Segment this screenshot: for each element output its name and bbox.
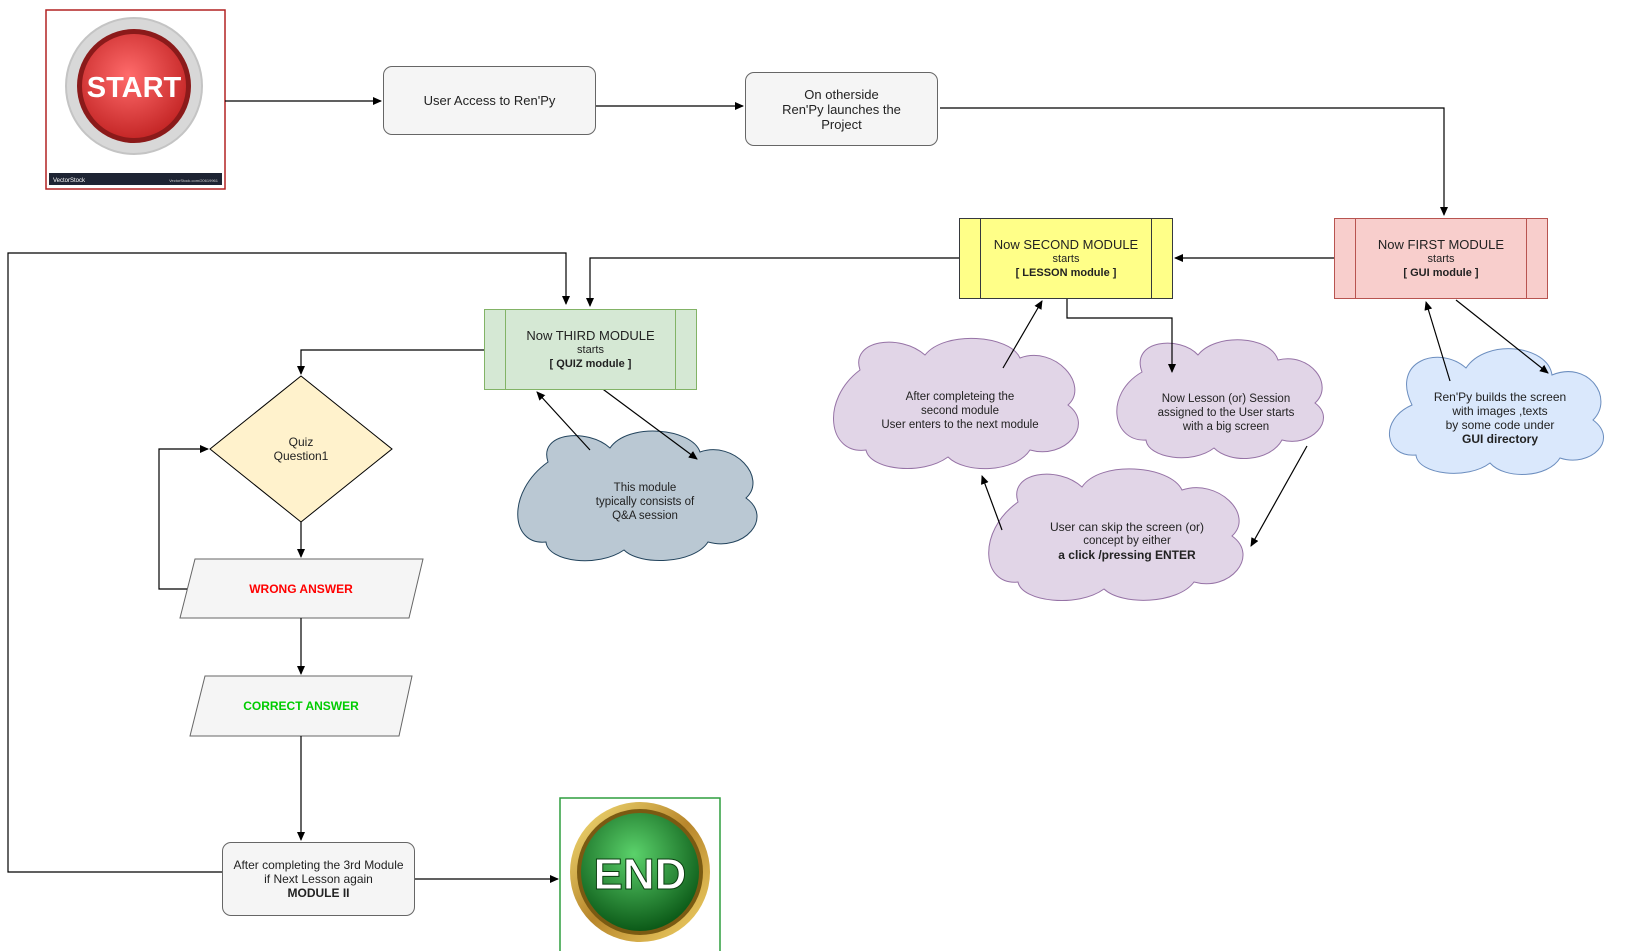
otherside-node: On otherside Ren'Py launches the Project — [745, 72, 938, 146]
second-module-line3: [ LESSON module ] — [1015, 266, 1117, 279]
end-node: END — [559, 797, 721, 951]
gui-cloud-text: Ren'Py builds the screen with images ,te… — [1410, 387, 1590, 449]
wrong-answer-label: WRONG ANSWER — [249, 582, 353, 596]
after-second-line1: After completeing the — [905, 391, 1015, 403]
correct-answer-label: CORRECT ANSWER — [243, 699, 359, 713]
quiz-cloud — [517, 430, 758, 562]
after-second-cloud-text: After completeing the second module User… — [860, 387, 1060, 435]
skip-cloud — [988, 468, 1244, 601]
edge-loop-to-third — [7, 252, 570, 873]
first-module-line3: [ GUI module ] — [1403, 266, 1479, 279]
after-third-line1: After completing the 3rd Module — [233, 858, 404, 872]
after-second-cloud — [833, 338, 1079, 470]
edge-after-cloud-to-second — [1002, 300, 1043, 369]
second-module-node: Now SECOND MODULE starts [ LESSON module… — [959, 218, 1173, 299]
edge-second-to-lesson-cloud — [1066, 299, 1176, 373]
skip-cloud-line1: User can skip the screen (or) — [1049, 520, 1205, 534]
edge-wrong-loop-to-quiz — [158, 445, 209, 590]
edge-third-to-quiz-cloud — [599, 386, 698, 460]
otherside-line3: Project — [821, 116, 862, 132]
after-third-line2: if Next Lesson again — [264, 872, 373, 886]
wrong-answer-text: WRONG ANSWER — [190, 580, 412, 598]
edge-otherside-to-first — [940, 107, 1448, 216]
vectorstock-url: VectorStock.com/20619961 — [169, 178, 219, 183]
skip-cloud-line3: a click /pressing ENTER — [1058, 548, 1196, 562]
quiz-text: Quiz Question1 — [241, 430, 361, 468]
quiz-cloud-line1: This module — [613, 482, 677, 494]
quiz-line2: Question1 — [273, 449, 329, 463]
third-module-line2: starts — [577, 343, 604, 356]
otherside-line2: Ren'Py launches the — [782, 101, 901, 117]
gui-cloud-line3: by some code under — [1445, 418, 1555, 432]
quiz-cloud-text: This module typically consists of Q&A se… — [555, 478, 735, 526]
gui-cloud-line2: with images ,texts — [1452, 404, 1548, 418]
lesson-cloud-text: Now Lesson (or) Session assigned to the … — [1140, 389, 1312, 437]
correct-answer-text: CORRECT ANSWER — [195, 697, 407, 715]
edge-second-to-third — [586, 257, 960, 307]
skip-cloud-line2: concept by either — [1083, 535, 1171, 547]
edge-skip-to-after-cloud — [981, 475, 1003, 531]
third-module-line3: [ QUIZ module ] — [549, 357, 632, 370]
user-access-text: User Access to Ren'Py — [423, 93, 556, 108]
skip-cloud-text: User can skip the screen (or) concept by… — [1022, 516, 1232, 566]
lesson-cloud-line3: with a big screen — [1182, 421, 1270, 433]
end-label: END — [594, 850, 687, 899]
start-label: START — [87, 72, 182, 104]
wrong-answer-shape — [179, 558, 424, 619]
quiz-cloud-line2: typically consists of — [595, 496, 695, 508]
edge-lesson-cloud-to-skip — [1250, 445, 1308, 547]
start-node: START VectorStock VectorStock.com/206199… — [45, 9, 226, 190]
gui-cloud-line4: GUI directory — [1461, 432, 1539, 446]
quiz-line1: Quiz — [288, 435, 314, 449]
first-module-node: Now FIRST MODULE starts [ GUI module ] — [1334, 218, 1548, 299]
after-second-line2: second module — [921, 405, 999, 417]
second-module-line1: Now SECOND MODULE — [993, 236, 1139, 252]
quiz-cloud-line3: Q&A session — [612, 510, 678, 522]
edge-quiz-cloud-to-third — [536, 391, 591, 451]
gui-cloud — [1388, 348, 1605, 475]
edge-gui-cloud-to-first — [1424, 301, 1451, 382]
lesson-cloud-line1: Now Lesson (or) Session — [1161, 393, 1291, 405]
user-access-node: User Access to Ren'Py — [383, 66, 596, 135]
gui-cloud-line1: Ren'Py builds the screen — [1433, 390, 1567, 404]
edge-third-to-quiz — [297, 349, 484, 375]
lesson-cloud-line2: assigned to the User starts — [1157, 407, 1295, 419]
after-third-line3: MODULE II — [287, 886, 350, 900]
third-module-line1: Now THIRD MODULE — [526, 327, 655, 343]
vectorstock-brand: VectorStock — [53, 178, 86, 184]
first-module-line1: Now FIRST MODULE — [1377, 236, 1505, 252]
after-second-line3: User enters to the next module — [881, 419, 1039, 431]
first-module-line2: starts — [1427, 252, 1455, 265]
after-third-node: After completing the 3rd Module if Next … — [222, 842, 415, 916]
otherside-line1: On otherside — [804, 86, 879, 102]
correct-answer-shape — [189, 675, 413, 737]
third-module-node: Now THIRD MODULE starts [ QUIZ module ] — [484, 309, 697, 390]
edge-first-to-gui-cloud — [1455, 299, 1549, 374]
second-module-line2: starts — [1052, 252, 1080, 265]
